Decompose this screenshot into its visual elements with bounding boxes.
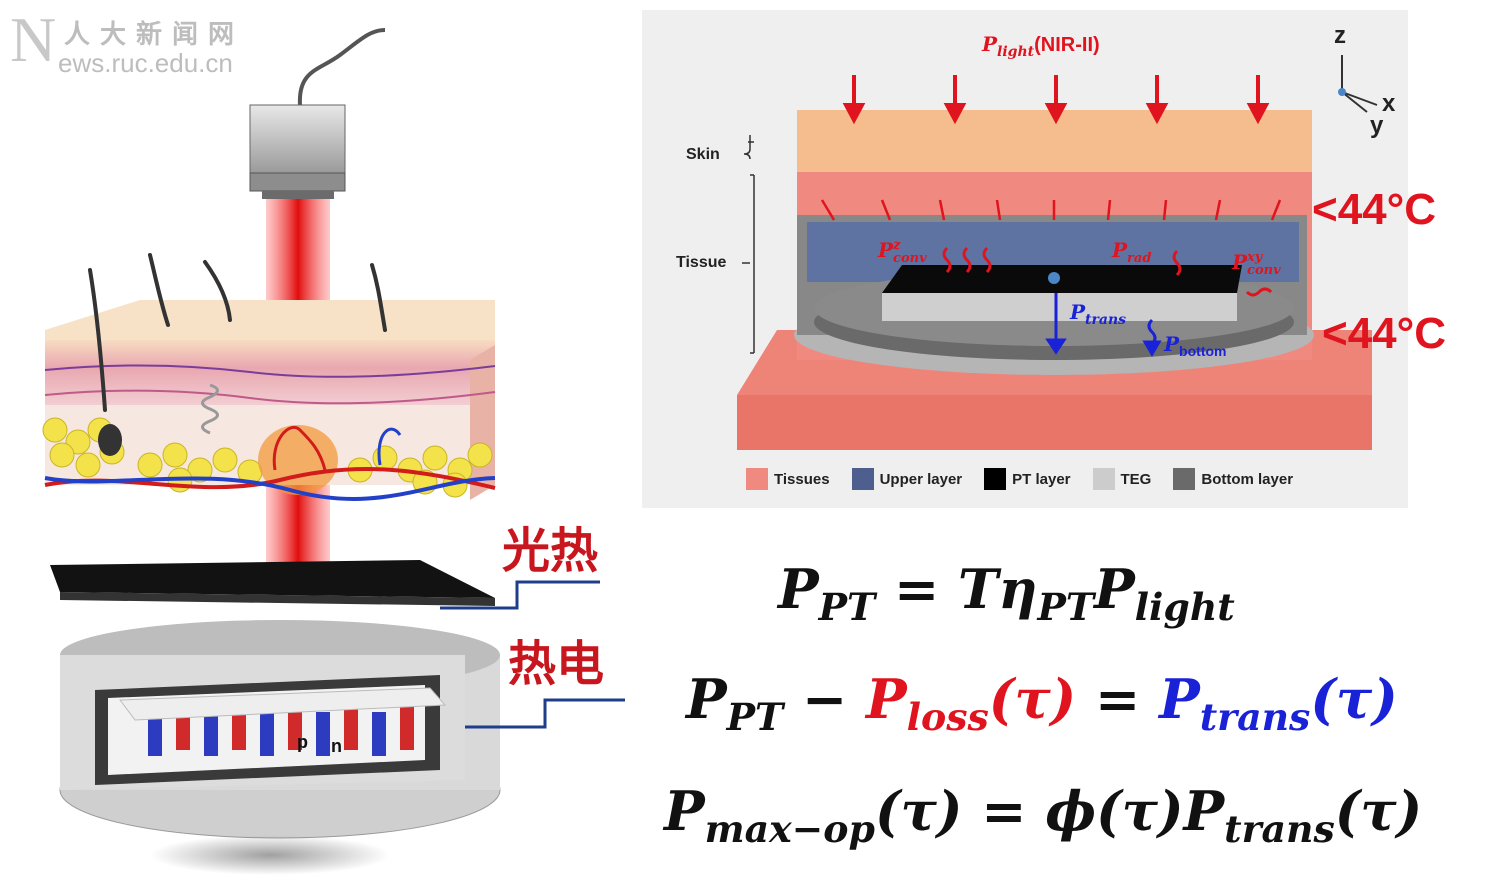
p-bottom-label: Pbottom [1164, 332, 1227, 359]
legend-item-upper-layer: Upper layer [851, 468, 962, 490]
heat-loss-squiggles [942, 246, 1273, 297]
p-trans-label: Ptrans [1070, 300, 1127, 328]
legend-item-bottom-layer: Bottom layer [1173, 468, 1293, 490]
axis-y-label: y [1370, 112, 1384, 139]
pt-layer-sheet [50, 560, 495, 598]
watermark-url: ews.ruc.edu.cn [58, 48, 233, 78]
nerve-ending [201, 383, 219, 435]
incident-light-arrows [842, 75, 1270, 125]
thermal-model-diagram [737, 55, 1378, 450]
axis-gizmo [1338, 55, 1378, 113]
legend-item-tissues: Tissues [746, 468, 830, 490]
tissue-label: Tissue [676, 254, 727, 271]
left-illustration [42, 28, 625, 875]
transmitted-arrows [820, 199, 1282, 221]
transfer-arrows [1045, 293, 1162, 357]
hair-follicle [98, 424, 122, 456]
p-rad-label: Prad [1112, 238, 1152, 266]
temp-label-bottom: <44°C [1322, 309, 1447, 358]
n-leg-label: n [331, 736, 342, 756]
photothermal-label: 光热 [502, 523, 599, 579]
laser-head [249, 104, 346, 199]
pt-connector [440, 580, 600, 610]
light-label: Plight(NIR-II) [982, 32, 1100, 60]
watermark: N 人大新闻网 ews.ruc.edu.cn [6, 4, 336, 79]
laser-cable [297, 28, 386, 106]
teg-connector [465, 698, 625, 729]
axis-z-label: z [1334, 22, 1346, 49]
vein [44, 476, 496, 501]
watermark-letter: N [10, 4, 57, 75]
legend-item-pt-layer: PT layer [984, 468, 1071, 490]
equation-2: PPT − Ploss(τ) = Ptrans(τ) [686, 667, 1398, 740]
equation-1: PPT = TηPTPlight [778, 557, 1235, 630]
legend-item-teg: TEG [1092, 468, 1151, 490]
equation-3: Pmax−op(τ) = ϕ(τ)Ptrans(τ) [664, 779, 1423, 852]
watermark-chinese: 人大新闻网 [64, 20, 245, 50]
axis-x-label: x [1382, 90, 1396, 117]
thermoelectric-label: 热电 [508, 636, 605, 692]
skin-label: Skin [686, 146, 720, 163]
teg-device [59, 620, 501, 839]
temp-label-top: <44°C [1312, 185, 1437, 234]
p-leg-label: p [297, 732, 308, 752]
legend: Tissues Upper layer PT layer TEG Bottom … [746, 468, 1293, 490]
hairs [88, 253, 387, 412]
